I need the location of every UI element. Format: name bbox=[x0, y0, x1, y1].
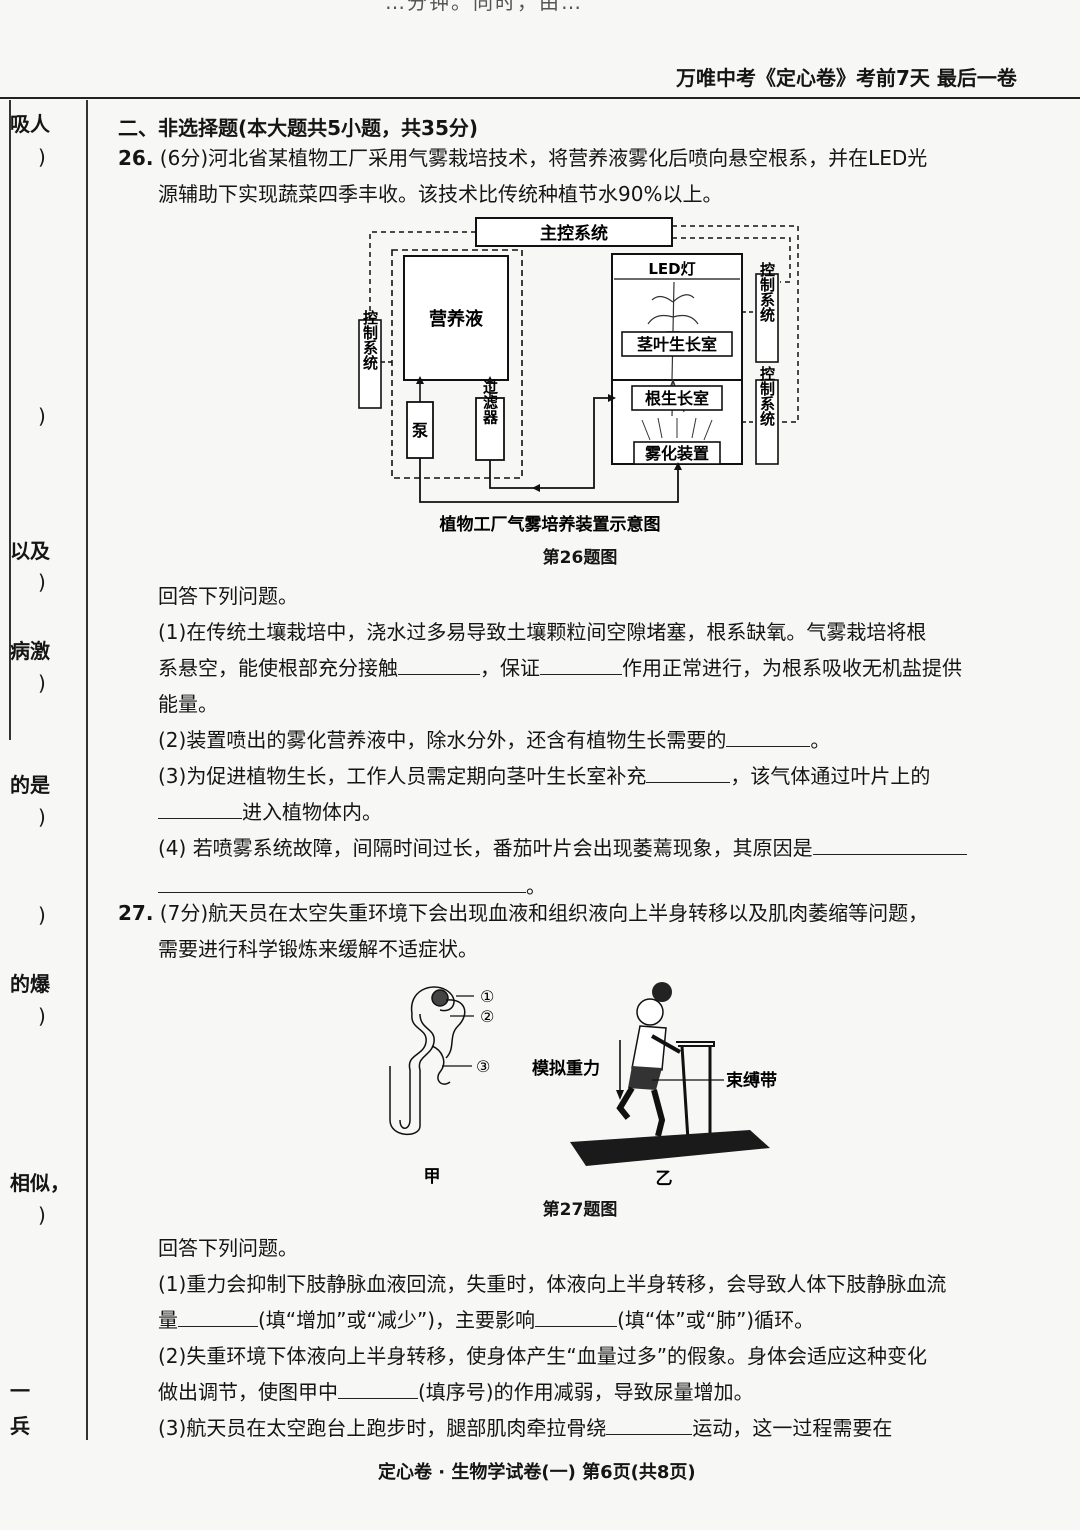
stem-room-label: 茎叶生长室 bbox=[637, 335, 717, 354]
margin-paren: ) bbox=[38, 404, 46, 428]
margin-paren: ) bbox=[38, 570, 46, 594]
sub-question-2: (2)失重环境下体液向上半身转移，使身体产生“血量过多”的假象。身体会适应这种变… bbox=[158, 1344, 928, 1368]
control-system-label: 控制系统 bbox=[361, 309, 379, 371]
figure-jia-label: 甲 bbox=[424, 1167, 441, 1187]
answer-blank[interactable] bbox=[726, 728, 811, 747]
sub-question-4: (4) 若喷雾系统故障，间隔时间过长，番茄叶片会出现萎蔫现象，其原因是 bbox=[158, 830, 1018, 866]
aeroponics-diagram: 主控系统 控制系统 营养液 泵 过滤器 LED灯 茎叶生长室 根生长室 雾化装置… bbox=[358, 217, 799, 535]
intro-line: 源辅助下实现蔬菜四季丰收。该技术比传统种植节水90%以上。 bbox=[158, 182, 723, 206]
question-27-intro: 27. (7分)航天员在太空失重环境下会出现血液和组织液向上半身转移以及肌肉萎缩… bbox=[118, 895, 1018, 967]
question-number: 26. bbox=[118, 146, 154, 170]
margin-paren: ) bbox=[38, 145, 46, 169]
margin-paren: ) bbox=[38, 1203, 46, 1227]
answer-blank[interactable] bbox=[812, 836, 967, 855]
margin-paren: ) bbox=[38, 1004, 46, 1028]
margin-paren: ) bbox=[38, 671, 46, 695]
margin-fragment: 兵 bbox=[10, 1414, 30, 1438]
question-27-body: 回答下列问题。 (1)重力会抑制下肢静脉血液回流，失重时，体液向上半身转移，会导… bbox=[158, 1230, 1018, 1446]
page-header-title: 万唯中考《定心卷》考前7天 最后一卷 bbox=[676, 66, 1017, 90]
sub-question-3: (3)为促进植物生长，工作人员需定期向茎叶生长室补充，该气体通过叶片上的 bbox=[158, 764, 931, 788]
answer-blank[interactable] bbox=[178, 1308, 258, 1327]
margin-fragment: 吸人 bbox=[10, 112, 50, 136]
sub-question-1-line2: 量(填“增加”或“减少”)，主要影响(填“体”或“肺”)循环。 bbox=[158, 1308, 815, 1332]
margin-fragment: 的是 bbox=[10, 773, 50, 797]
answer-blank[interactable] bbox=[338, 1380, 418, 1399]
margin-fragment: 以及 bbox=[10, 539, 50, 563]
label-1: ① bbox=[480, 987, 494, 1006]
margin-fragment: 的爆 bbox=[10, 972, 50, 996]
margin-paren: ) bbox=[38, 805, 46, 829]
question-number: 27. bbox=[118, 901, 154, 925]
figure-yi-label: 乙 bbox=[656, 1169, 673, 1189]
header-rule bbox=[0, 97, 1080, 99]
top-text-fragment: …分钟。同时，由… bbox=[385, 0, 583, 14]
label-2: ② bbox=[480, 1007, 494, 1026]
margin-fragment: 病激 bbox=[10, 639, 50, 663]
figure-27-label: 第27题图 bbox=[542, 1200, 618, 1220]
sub-question-2-line2: 做出调节，使图甲中(填序号)的作用减弱，导致尿量增加。 bbox=[158, 1380, 754, 1404]
simulated-gravity-label: 模拟重力 bbox=[532, 1058, 600, 1079]
sub-question-1: (1)在传统土壤栽培中，浇水过多易导致土壤颗粒间空隙堵塞，根系缺氧。气雾栽培将根 bbox=[158, 620, 927, 644]
sub-question-1-line2: 系悬空，能使根部充分接触，保证作用正常进行，为根系吸收无机盐提供 bbox=[158, 656, 962, 680]
page-footer: 定心卷 · 生物学试卷(一) 第6页(共8页) bbox=[378, 1462, 696, 1483]
main-control-label: 主控系统 bbox=[540, 223, 608, 244]
mist-lines bbox=[641, 417, 713, 441]
figure-26-label: 第26题图 bbox=[542, 548, 618, 568]
answer-blank[interactable] bbox=[158, 800, 242, 819]
answer-blank[interactable] bbox=[606, 1416, 693, 1435]
sub-question-2: (2)装置喷出的雾化营养液中，除水分外，还含有植物生长需要的。 bbox=[158, 728, 831, 752]
sub-question-3-line2: 进入植物体内。 bbox=[158, 794, 1018, 830]
question-26-body: 回答下列问题。 (1)在传统土壤栽培中，浇水过多易导致土壤颗粒间空隙堵塞，根系缺… bbox=[158, 578, 1018, 904]
nephron-sketch bbox=[389, 986, 466, 1135]
kidney-and-treadmill-figure: ① ② ③ 甲 模拟重力 束缚带 乙 bbox=[389, 982, 777, 1189]
margin-fragment: 相似， bbox=[10, 1171, 70, 1195]
left-column-line bbox=[9, 100, 11, 740]
filter-label: 过滤器 bbox=[481, 379, 499, 426]
intro-line: 需要进行科学锻炼来缓解不适症状。 bbox=[158, 937, 478, 961]
answer-blank[interactable] bbox=[398, 656, 480, 675]
control-system-label: 控制系统 bbox=[758, 261, 776, 323]
sub-question-3: (3)航天员在太空跑台上跑步时，腿部肌肉牵拉骨绕运动，这一过程需要在 bbox=[158, 1416, 893, 1440]
margin-fragment: 一 bbox=[10, 1379, 30, 1403]
sub-question-4-line2: 。 bbox=[158, 868, 1018, 904]
root-room-label: 根生长室 bbox=[645, 389, 709, 408]
margin-paren: ) bbox=[38, 903, 46, 927]
answer-blank[interactable] bbox=[158, 874, 526, 893]
question-26-intro: 26. (6分)河北省某植物工厂采用气雾栽培技术，将营养液雾化后喷向悬空根系，并… bbox=[118, 140, 1018, 212]
section-title: 二、非选择题(本大题共5小题，共35分) bbox=[118, 116, 479, 140]
nutrient-label: 营养液 bbox=[429, 308, 484, 330]
intro-line: (6分)河北省某植物工厂采用气雾栽培技术，将营养液雾化后喷向悬空根系，并在LED… bbox=[159, 146, 928, 170]
prompt-text: 回答下列问题。 bbox=[158, 1236, 298, 1260]
diagram-caption: 植物工厂气雾培养装置示意图 bbox=[440, 514, 661, 535]
sub-question-1: (1)重力会抑制下肢静脉血液回流，失重时，体液向上半身转移，会导致人体下肢静脉血… bbox=[158, 1272, 947, 1296]
answer-blank[interactable] bbox=[540, 656, 622, 675]
atomizer-label: 雾化装置 bbox=[644, 444, 709, 463]
label-3: ③ bbox=[476, 1057, 490, 1076]
pump-label: 泵 bbox=[411, 421, 428, 440]
intro-line: (7分)航天员在太空失重环境下会出现血液和组织液向上半身转移以及肌肉萎缩等问题， bbox=[159, 901, 929, 925]
answer-blank[interactable] bbox=[535, 1308, 618, 1327]
strap-label: 束缚带 bbox=[726, 1070, 777, 1091]
prompt-text: 回答下列问题。 bbox=[158, 584, 298, 608]
answer-blank[interactable] bbox=[646, 764, 731, 783]
led-label: LED灯 bbox=[648, 260, 695, 278]
sub-question-1-line3: 能量。 bbox=[158, 692, 218, 716]
control-system-label: 控制系统 bbox=[758, 365, 776, 427]
runner-sketch bbox=[616, 982, 681, 1137]
binding-margin-line bbox=[86, 100, 88, 1440]
